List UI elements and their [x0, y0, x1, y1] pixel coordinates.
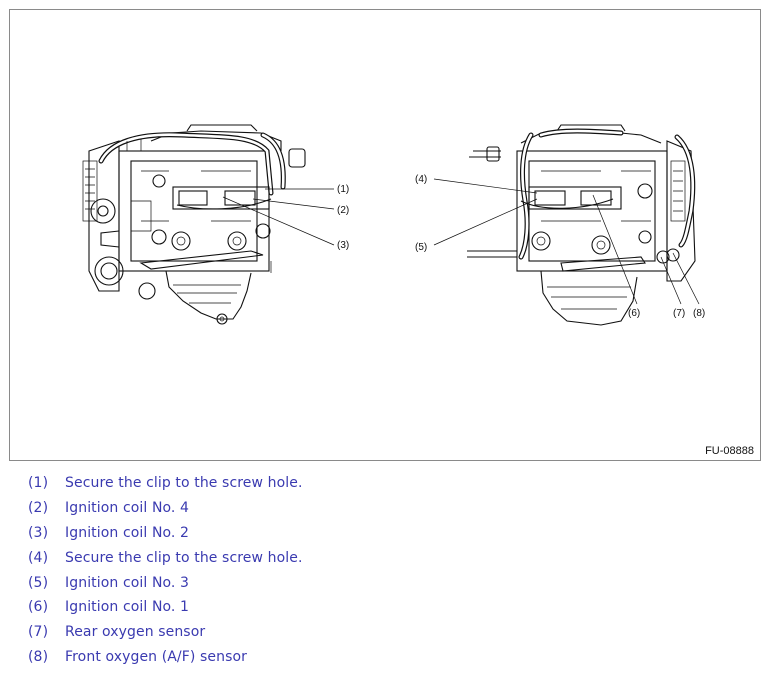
legend-number: (8): [28, 648, 49, 665]
legend-text: Rear oxygen sensor: [65, 624, 206, 641]
legend-item: (1) Secure the clip to the screw hole.: [28, 471, 303, 496]
legend-item: (3) Ignition coil No. 2: [28, 521, 303, 546]
legend-item: (6) Ignition coil No. 1: [28, 595, 303, 620]
legend-number: (4): [28, 549, 49, 566]
legend-text: Front oxygen (A/F) sensor: [65, 648, 248, 665]
legend-item: (8) Front oxygen (A/F) sensor: [28, 645, 303, 670]
legend-number: (5): [28, 574, 49, 591]
legend-text: Ignition coil No. 3: [65, 574, 190, 591]
callout-7: (7): [673, 308, 685, 319]
figure-frame: (1) (2) (3) (4) (5) (6) (7) (8) FU-08888: [9, 9, 761, 461]
legend-item: (5) Ignition coil No. 3: [28, 570, 303, 595]
callout-3: (3): [337, 240, 349, 251]
callout-4: (4): [415, 174, 427, 185]
callout-1: (1): [337, 184, 349, 195]
legend-text: Ignition coil No. 2: [65, 524, 190, 541]
legend-text: Secure the clip to the screw hole.: [65, 475, 303, 492]
legend-item: (4) Secure the clip to the screw hole.: [28, 545, 303, 570]
callout-labels: (1) (2) (3) (4) (5) (6) (7) (8): [337, 174, 705, 319]
legend-number: (2): [28, 500, 49, 517]
legend-text: Secure the clip to the screw hole.: [65, 549, 303, 566]
right-engine-illustration: [467, 124, 696, 326]
callout-8: (8): [693, 308, 705, 319]
legend-number: (7): [28, 624, 49, 641]
legend-text: Ignition coil No. 1: [65, 599, 190, 616]
leader-lines: [222, 178, 700, 305]
legend-number: (3): [28, 524, 49, 541]
legend-number: (1): [28, 475, 49, 492]
callout-5: (5): [415, 242, 427, 253]
callout-2: (2): [337, 205, 349, 216]
legend-number: (6): [28, 599, 49, 616]
legend-item: (2) Ignition coil No. 4: [28, 496, 303, 521]
left-engine-illustration: [82, 124, 306, 325]
callout-6: (6): [628, 308, 640, 319]
legend-item: (7) Rear oxygen sensor: [28, 620, 303, 645]
legend-list: (1) Secure the clip to the screw hole. (2…: [28, 471, 303, 669]
figure-id: FU-08888: [705, 445, 754, 457]
engine-diagram: (1) (2) (3) (4) (5) (6) (7) (8): [82, 124, 705, 326]
legend-text: Ignition coil No. 4: [65, 500, 190, 517]
